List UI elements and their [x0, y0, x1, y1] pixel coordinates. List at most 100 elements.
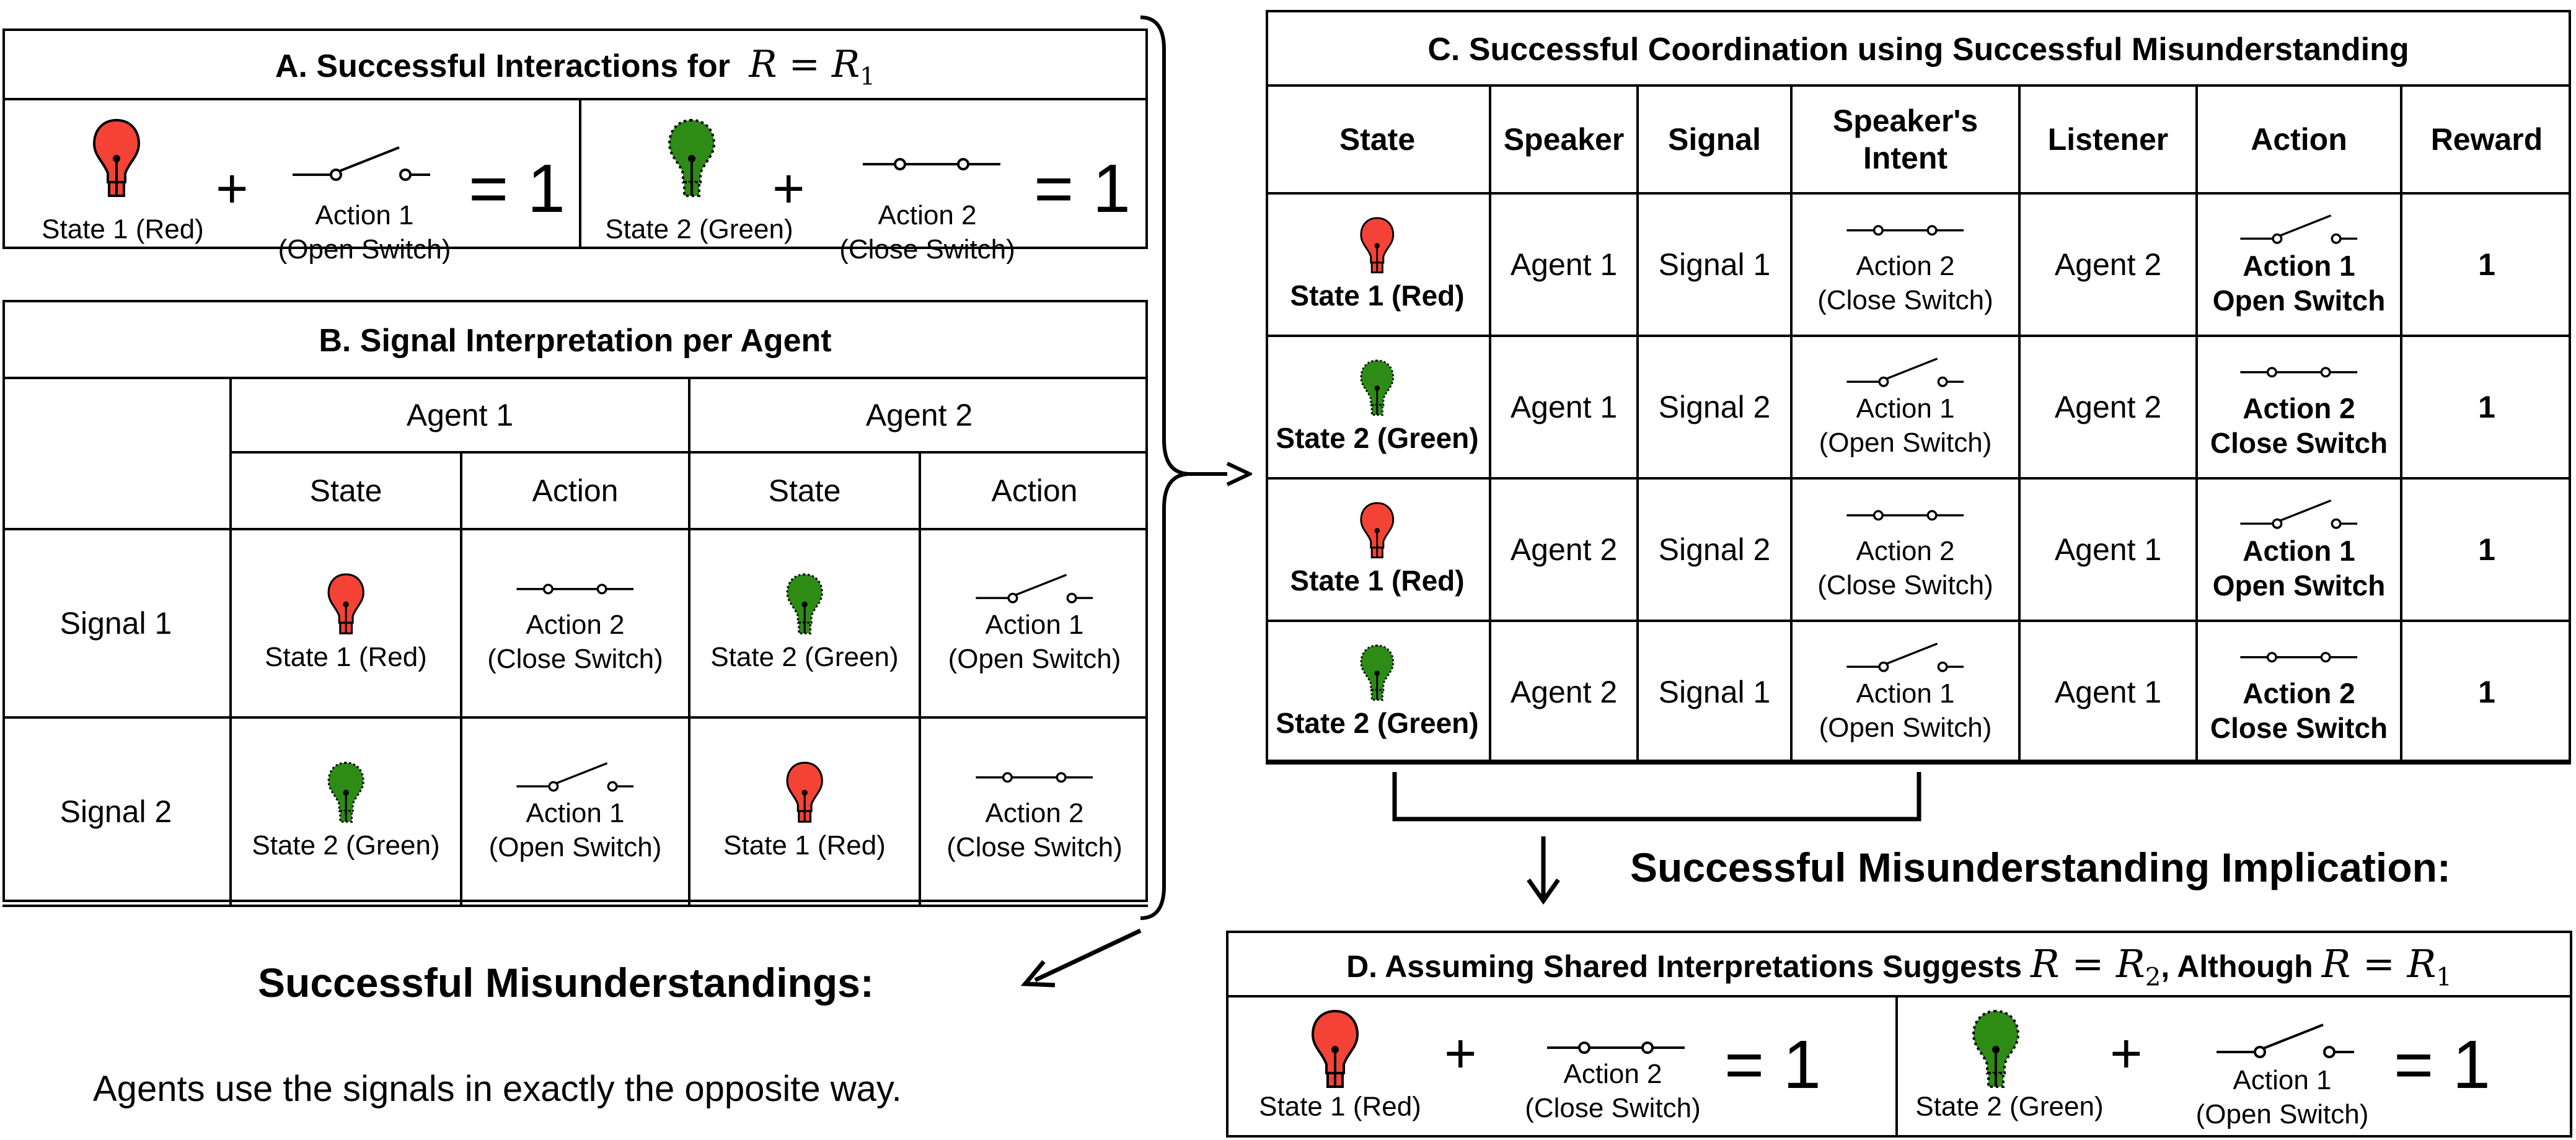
panel-d-left-plus: +	[1444, 1023, 1477, 1085]
state-label: State 1 (Red)	[265, 642, 427, 673]
open-switch-icon	[290, 142, 433, 186]
closed-switch-icon	[974, 759, 1095, 796]
state-label: State 1 (Red)	[1290, 564, 1465, 597]
reward-cell: 1	[2400, 620, 2571, 765]
right-brace-connector	[1140, 15, 1252, 920]
green-bulb-icon	[1359, 359, 1395, 421]
action-label: Action 1(Open Switch)	[948, 609, 1121, 674]
panel-d-right-state-label: State 2 (Green)	[1915, 1091, 2104, 1122]
green-bulb-icon	[667, 118, 717, 204]
panel-d-right-plus: +	[2110, 1023, 2143, 1085]
panel-a-title-text: A. Successful Interactions for	[275, 48, 730, 84]
panel-d-title-part2: , Although	[2161, 949, 2313, 984]
reward-cell: 1	[2400, 192, 2571, 337]
listener-cell: Agent 1	[2018, 477, 2198, 622]
state-cell: State 2 (Green)	[1266, 335, 1491, 480]
reward-cell: 1	[2400, 335, 2571, 480]
state-label: State 1 (Red)	[723, 830, 886, 861]
closed-switch-icon	[2238, 639, 2360, 676]
state-label: State 2 (Green)	[710, 642, 899, 673]
speaker-cell: Agent 1	[1489, 335, 1639, 480]
state-cell: State 1 (Red)	[229, 528, 462, 719]
closed-switch-icon	[2238, 354, 2360, 391]
action-label: Action 2(Close Switch)	[946, 797, 1123, 862]
panel-a-right-plus: +	[772, 158, 805, 220]
column-header: State	[1266, 84, 1491, 195]
panel-b: B. Signal Interpretation per Agent Agent…	[2, 300, 1148, 907]
open-switch-icon	[2238, 496, 2360, 533]
panel-a-left-action: Action 1 (Open Switch)	[278, 200, 451, 265]
closed-switch-icon	[514, 571, 636, 608]
signal-cell: Signal 1	[1636, 620, 1793, 765]
listener-cell: Agent 2	[2018, 335, 2198, 480]
panel-a-left-result: = 1	[469, 151, 565, 227]
implication-heading: Successful Misunderstanding Implication:	[1630, 844, 2451, 890]
sub-header-action: Action	[460, 451, 690, 530]
panel-d-right-action: Action 1 (Open Switch)	[2195, 1065, 2369, 1129]
action-cell: Action 2(Close Switch)	[919, 716, 1148, 907]
state-cell: State 1 (Red)	[688, 716, 921, 907]
signal-cell: Signal 1	[1636, 192, 1793, 337]
reward-cell: 1	[2400, 477, 2571, 622]
panel-d-title-math2: R = R1	[2321, 941, 2452, 992]
open-switch-icon	[2214, 1020, 2357, 1063]
green-bulb-icon	[1359, 644, 1395, 706]
signal-cell: Signal 2	[1636, 335, 1793, 480]
state-label: State 2 (Green)	[1276, 422, 1479, 455]
red-bulb-icon	[327, 572, 365, 640]
action-label: Action 2(Close Switch)	[487, 609, 663, 674]
state-cell: State 1 (Red)	[1266, 477, 1491, 622]
panel-d-divider	[1895, 995, 1898, 1135]
green-bulb-icon	[785, 572, 824, 640]
open-switch-icon	[2238, 211, 2360, 248]
panel-d-right-result: = 1	[2394, 1027, 2490, 1103]
red-bulb-icon	[1359, 501, 1395, 564]
signal-cell: Signal 2	[1636, 477, 1793, 622]
red-bulb-icon	[1359, 216, 1395, 279]
panel-b-title: B. Signal Interpretation per Agent	[319, 323, 832, 359]
red-bulb-icon	[1310, 1009, 1360, 1095]
action-label: Action 1(Open Switch)	[488, 797, 662, 862]
intent-cell: Action 2(Close Switch)	[1790, 192, 2021, 337]
closed-switch-icon	[860, 142, 1003, 186]
listener-cell: Agent 1	[2018, 620, 2198, 765]
agent-1-header: Agent 1	[229, 377, 690, 454]
panel-b-corner	[2, 377, 232, 530]
panel-a-left-plus: +	[216, 158, 249, 220]
action-cell: Action 1(Open Switch)	[919, 528, 1148, 719]
intent-cell: Action 1(Open Switch)	[1790, 335, 2021, 480]
column-header: Speaker's Intent	[1790, 84, 2021, 195]
column-header: Action	[2195, 84, 2402, 195]
state-cell: State 2 (Green)	[1266, 620, 1491, 765]
arrow-to-misunderstandings	[1020, 928, 1142, 988]
state-cell: State 1 (Red)	[1266, 192, 1491, 337]
action-cell: Action 1(Open Switch)	[460, 716, 690, 907]
speaker-cell: Agent 2	[1489, 620, 1639, 765]
panel-d: D. Assuming Shared Interpretations Sugge…	[1226, 931, 2572, 1138]
closed-switch-icon	[1845, 212, 1966, 249]
sub-header-action: Action	[919, 451, 1148, 530]
state-cell: State 2 (Green)	[229, 716, 462, 907]
listener-cell: Agent 2	[2018, 192, 2198, 337]
intent-label: Action 2(Close Switch)	[1817, 250, 1993, 315]
panel-d-left-state-label: State 1 (Red)	[1259, 1091, 1421, 1122]
column-header: Listener	[2018, 84, 2198, 195]
red-bulb-icon	[92, 118, 141, 204]
panel-d-title-part1: D. Assuming Shared Interpretations Sugge…	[1346, 949, 2022, 984]
column-header: Reward	[2400, 84, 2571, 195]
signal-label: Signal 1	[2, 528, 232, 719]
misunderstandings-heading: Successful Misunderstandings:	[258, 960, 874, 1006]
panel-a-right-action: Action 2 (Close Switch)	[839, 200, 1015, 265]
intent-cell: Action 2(Close Switch)	[1790, 477, 2021, 622]
open-switch-icon	[974, 571, 1095, 608]
